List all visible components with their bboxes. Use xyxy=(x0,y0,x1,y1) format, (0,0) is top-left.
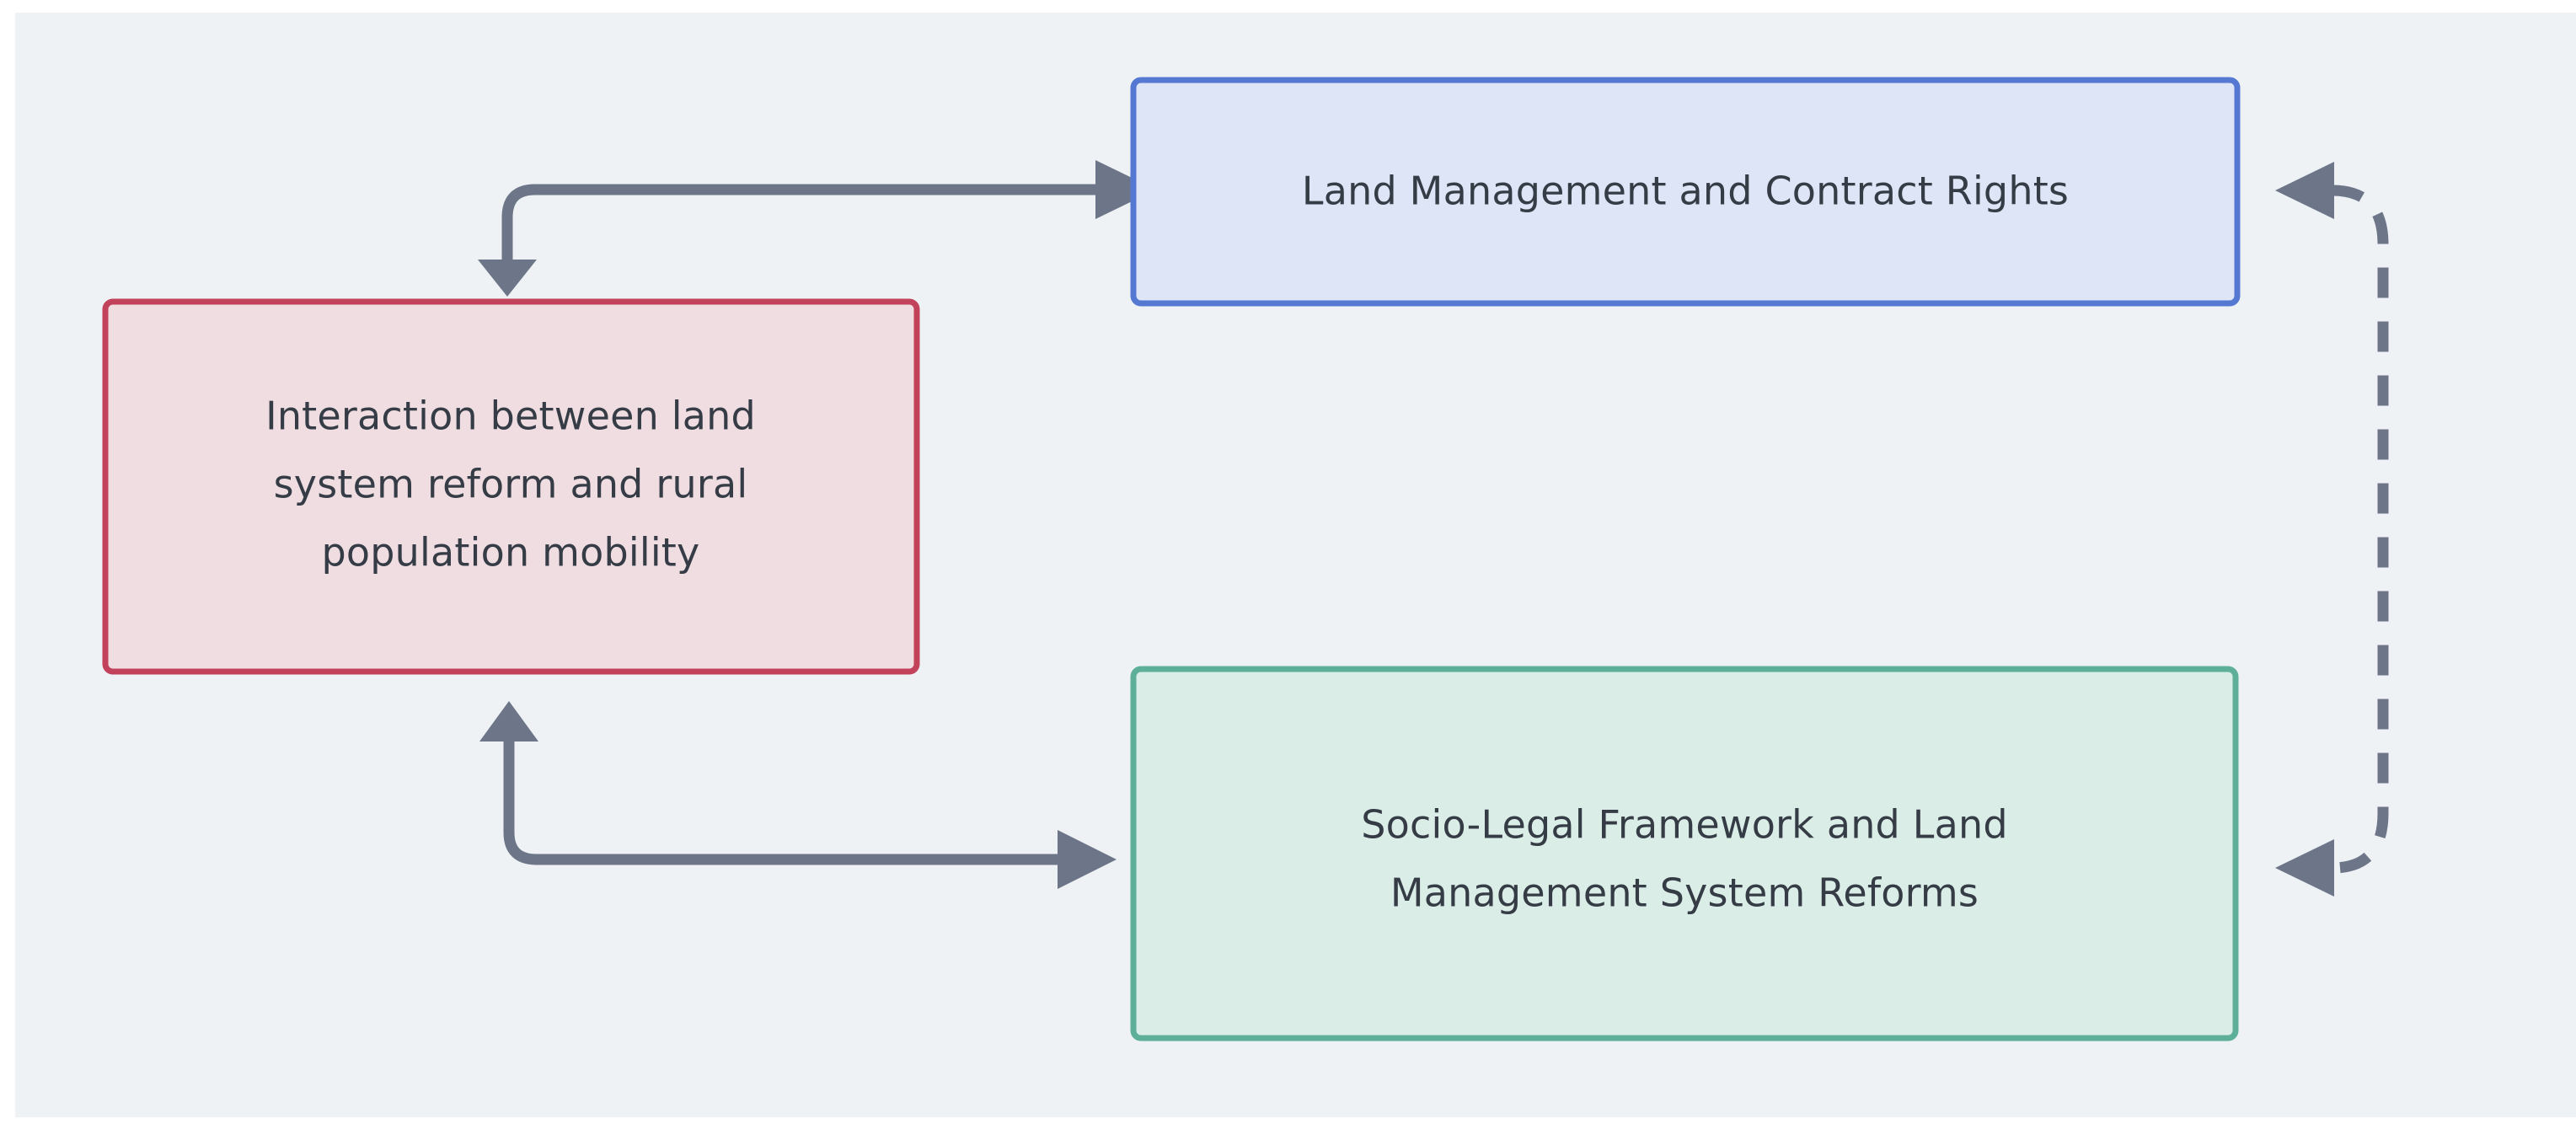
node-socio-legal-shape[interactable] xyxy=(1130,666,2239,1041)
edge-bottom-to-green-path xyxy=(503,725,1060,865)
node-land-management[interactable]: Land Management and Contract Rights xyxy=(1130,77,2241,307)
node-land-management-shape[interactable] xyxy=(1130,77,2241,307)
arrowhead-dashed-into-land-management xyxy=(2275,162,2334,219)
node-socio-legal[interactable]: Socio-Legal Framework and Land Managemen… xyxy=(1130,666,2239,1041)
node-interaction[interactable]: Interaction between land system reform a… xyxy=(102,298,920,675)
node-socio-legal-label-line-2: Management System Reforms xyxy=(1390,870,1979,916)
arrowhead-into-interaction-top xyxy=(478,260,537,297)
edge-top-to-blue-path xyxy=(501,184,1095,278)
node-interaction-label-line-3: population mobility xyxy=(322,530,700,576)
node-interaction-shape[interactable] xyxy=(102,298,920,675)
node-socio-legal-label-line-1: Socio-Legal Framework and Land xyxy=(1361,802,2008,848)
edge-bottom-branch xyxy=(479,701,1117,889)
edge-dashed-spine-path xyxy=(2332,185,2389,874)
edge-dashed-right-loop xyxy=(2275,162,2389,897)
node-land-management-label: Land Management and Contract Rights xyxy=(1302,169,2069,214)
arrowhead-dashed-into-socio-legal xyxy=(2275,839,2334,897)
arrowhead-into-socio-legal-left xyxy=(1058,830,1117,889)
edge-top-branch xyxy=(478,160,1156,297)
arrowhead-into-interaction-bottom xyxy=(479,701,538,741)
node-interaction-label-line-1: Interaction between land xyxy=(265,394,756,439)
node-interaction-label-line-2: system reform and rural xyxy=(274,462,748,507)
arrowhead-into-land-management-left xyxy=(1095,160,1156,219)
